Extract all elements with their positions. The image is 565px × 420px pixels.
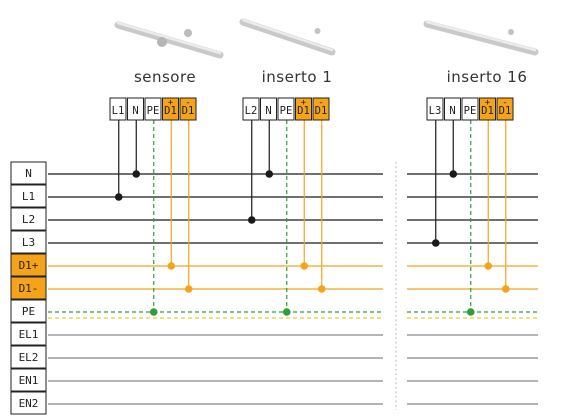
bus-label-d1: D1+ [10, 253, 47, 277]
junction-dot-pe [466, 308, 475, 316]
bus-label-text: L3 [22, 236, 35, 249]
terminal-label: N [132, 105, 138, 117]
terminal-box [312, 97, 330, 121]
terminal-box [144, 97, 162, 121]
terminal-box [461, 97, 479, 121]
terminal-box [444, 97, 461, 121]
terminal-polarity: + [168, 98, 174, 108]
bus-label-text: EL1 [19, 328, 39, 341]
bus-label-d1: D1- [10, 276, 47, 300]
terminal-box [479, 97, 496, 121]
terminal-label: D1 [297, 105, 310, 117]
junction-dot-d1 [317, 285, 326, 293]
bus-label-text: EL2 [19, 351, 39, 364]
bus-label-text: L1 [22, 190, 35, 203]
terminal-polarity: + [301, 98, 307, 108]
junction-dot-l1 [114, 193, 123, 201]
light-fixture-image [423, 20, 539, 56]
bus-label-text: L2 [22, 213, 35, 226]
terminal-box [496, 97, 514, 121]
bus-label-n: N [10, 161, 47, 185]
bus-label-l3: L3 [10, 230, 47, 254]
terminal-label: PE [147, 105, 160, 117]
bus-lines [48, 173, 538, 405]
bus-label-pe: PE [10, 299, 47, 323]
module-wires [114, 120, 510, 316]
light-fixture-image [239, 18, 336, 56]
bus-label-en1: EN1 [10, 368, 47, 392]
bus-label-l2: L2 [10, 207, 47, 231]
junction-dot-n [132, 170, 141, 178]
junction-dot-l3 [431, 239, 440, 247]
bus-label-text: EN1 [19, 374, 39, 387]
bus-label-el2: EL2 [10, 345, 47, 369]
terminal-box [127, 97, 144, 121]
terminal-box [242, 97, 260, 121]
terminal-box [426, 97, 444, 121]
junction-dot-d1 [484, 262, 493, 270]
junction-dot-d1 [501, 285, 510, 293]
junction-dot-n [449, 170, 458, 178]
bus-label-text: PE [22, 305, 35, 318]
terminal-label: PE [464, 105, 477, 117]
bus-label-text: N [25, 167, 32, 180]
bus-label-text: D1+ [19, 259, 39, 272]
junction-dot-l2 [247, 216, 256, 224]
terminal-label: L1 [112, 105, 125, 117]
fixture-images [114, 18, 539, 59]
terminal-box [260, 97, 277, 121]
module-title-inserto-16: inserto 16 [447, 68, 528, 86]
terminal-polarity: - [502, 98, 507, 108]
terminal-polarity: + [485, 98, 491, 108]
junction-dot-d1 [167, 262, 176, 270]
junction-dot-d1 [300, 262, 309, 270]
junction-dot-pe [149, 308, 158, 316]
bus-label-l1: L1 [10, 184, 47, 208]
terminal-box [179, 97, 197, 121]
terminal-label: L2 [245, 105, 258, 117]
terminal-label: L3 [429, 105, 442, 117]
junction-dot-n [265, 170, 274, 178]
terminal-box [109, 97, 127, 121]
terminal-label: D1 [481, 105, 494, 117]
bus-label-el1: EL1 [10, 322, 47, 346]
terminal-box [277, 97, 295, 121]
bus-label-text: EN2 [19, 397, 39, 410]
module-title-sensore: sensore [134, 68, 196, 86]
terminal-label: D1 [315, 105, 328, 117]
module-title-inserto-1: inserto 1 [262, 68, 333, 86]
terminal-polarity: - [185, 98, 190, 108]
terminal-label: D1 [182, 105, 195, 117]
terminal-label: PE [280, 105, 293, 117]
terminal-label: N [265, 105, 271, 117]
light-fixture-image [114, 21, 224, 59]
module-titles: sensore inserto 1 inserto 16 [134, 68, 527, 86]
terminal-label: N [449, 105, 455, 117]
bus-label-text: D1- [19, 282, 39, 295]
bus-label-en2: EN2 [10, 391, 47, 415]
junction-dot-pe [282, 308, 291, 316]
junction-dot-d1 [184, 285, 193, 293]
terminal-label: D1 [164, 105, 177, 117]
terminal-box [162, 97, 179, 121]
terminal-polarity: - [318, 98, 323, 108]
terminal-box [295, 97, 312, 121]
terminal-label: D1 [499, 105, 512, 117]
